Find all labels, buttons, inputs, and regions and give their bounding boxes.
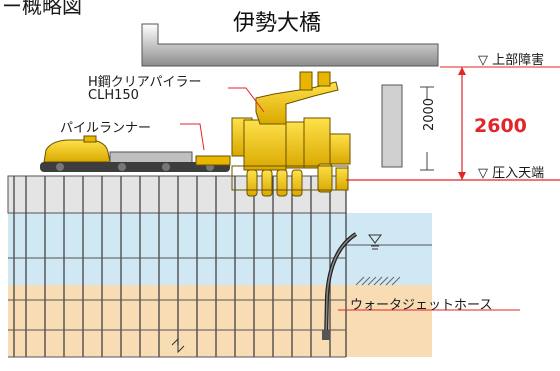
pile-wall — [13, 176, 347, 357]
bridge-label: 伊勢大橋 — [233, 11, 322, 36]
hose-label: ウォータジェットホース — [350, 298, 493, 313]
press-crest-label: ▽ 圧入天端 — [478, 166, 545, 181]
upper-obstacle-label: ▽ 上部障害 — [478, 53, 545, 68]
bridge-girder — [141, 23, 439, 67]
clearance-value: 2000 — [422, 97, 438, 132]
runner-label: パイルランナー — [60, 121, 152, 136]
machine-label-line2: CLH150 — [88, 88, 139, 103]
headroom-dimension — [346, 67, 560, 181]
pile-runner-machine — [40, 135, 231, 172]
pile-flange-lines — [8, 257, 346, 358]
clearance-box — [381, 84, 403, 168]
leader-lines — [180, 87, 352, 311]
water-jet-hose — [322, 232, 358, 341]
soil-region — [8, 285, 432, 357]
break-symbol — [171, 337, 185, 354]
water-level-symbol — [368, 234, 382, 244]
figure-title: ー概略図 — [2, 0, 82, 18]
clearance-dimension — [420, 86, 434, 171]
riverbed-hatch — [355, 276, 401, 286]
machine-label-line1: H鋼クリアパイラー — [88, 75, 202, 90]
clear-piler-machine — [231, 71, 351, 197]
water-region — [8, 213, 432, 285]
headroom-value: 2600 — [474, 115, 527, 137]
